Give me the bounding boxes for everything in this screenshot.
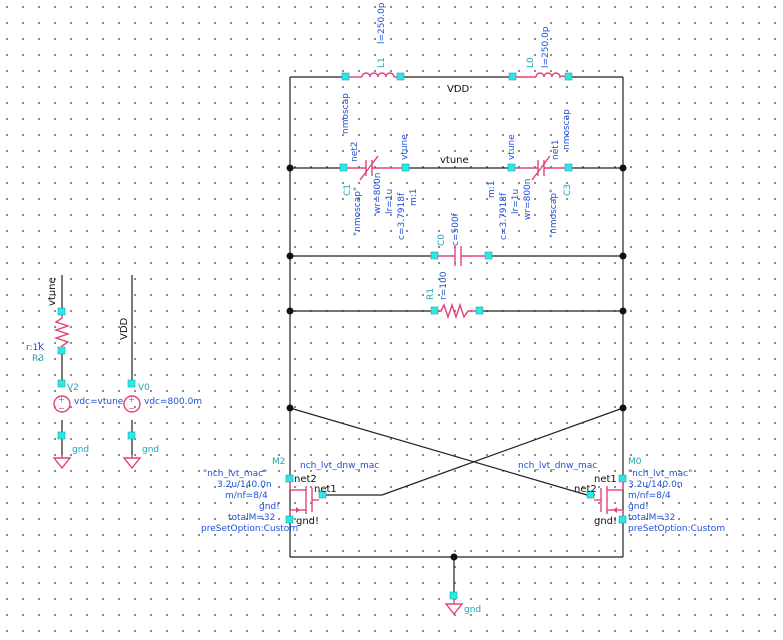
transistor-m2-name: M2	[272, 457, 286, 467]
transistor-m2-cell: "nch_lvt_mac"	[203, 469, 267, 479]
junction-dots	[286, 164, 627, 561]
inductor-l1[interactable]: L1 l=250.0p	[341, 2, 405, 81]
varactor-c1-c: c=3.7918f	[397, 192, 407, 240]
varactor-c1-model: nmoscap	[341, 93, 351, 134]
capacitor-c0-name: C0	[437, 234, 447, 246]
transistor-m0-label: nch_lvt_dnw_mac	[518, 461, 597, 471]
varactor-c1-net2-label: net2	[350, 142, 360, 163]
transistor-m2-bulk: gnd!	[259, 502, 280, 512]
source-v0-name: V0	[138, 383, 150, 393]
varactor-c3-m: m:1	[487, 180, 497, 198]
varactor-c3-cell: "nmoscap"	[549, 189, 559, 238]
source-v2-name: V2	[67, 383, 79, 393]
resistor-r1-name: R1	[426, 288, 436, 300]
transistor-m2[interactable]: M2 "nch_lvt_mac" 3.2u/140.0n m/nf=8/4 gn…	[201, 457, 379, 534]
capacitor-c0-param: c=500f	[451, 212, 461, 246]
vtune-source-branch[interactable]: vtune r:1K R3 + − V2 vdc=vtune gnd	[26, 277, 124, 470]
varactor-c3-c: c=3.7918f	[499, 192, 509, 240]
inductor-l1-name: L1	[377, 57, 387, 68]
varactor-c1-lr: lr=1u	[385, 189, 395, 214]
vdd-source-branch[interactable]: VDD + − V0 vdc=800.0m gnd	[119, 317, 202, 470]
varactor-c1-vtune-label: vtune	[400, 134, 410, 160]
transistor-m0[interactable]: M0 "nch_lvt_mac" 3.2u/140.0n m/nf=8/4 gn…	[518, 457, 725, 534]
ground-main-label: gnd	[464, 605, 481, 615]
svg-text:−: −	[128, 404, 135, 413]
transistor-m2-size: 3.2u/140.0n	[217, 480, 272, 490]
svg-text:+: +	[128, 395, 135, 404]
transistor-m0-bulk: gnd!	[628, 502, 649, 512]
wires	[61, 76, 624, 597]
inductor-l0-param: l=250.0p	[541, 26, 551, 68]
transistor-m0-total: totalM=32	[628, 513, 675, 523]
transistor-m0-source: gnd!	[594, 516, 617, 527]
net-label-vdd: VDD	[447, 84, 470, 95]
svg-text:−: −	[58, 404, 65, 413]
varactor-c1-cell: "nmoscap"	[353, 187, 363, 236]
capacitor-c0[interactable]: C0 c=500f	[430, 212, 493, 266]
ground-v2-label: gnd	[72, 445, 89, 455]
transistor-m0-preset: preSetOption:Custom	[628, 524, 725, 534]
varactor-c3-vtune-label: vtune	[507, 134, 517, 160]
transistor-m2-drain: net2	[294, 474, 317, 485]
varactor-c1[interactable]: net2 vtune nmoscap C1 "nmoscap" wr=800n …	[339, 93, 419, 240]
transistor-m2-mnf: m/nf=8/4	[225, 491, 268, 501]
varactor-c1-m: m:1	[409, 188, 419, 206]
transistor-m2-preset: preSetOption:Custom	[201, 524, 298, 534]
varactor-c3-lr: lr=1u	[511, 189, 521, 214]
source-v0-param: vdc=800.0m	[144, 397, 202, 407]
source-v2-param: vdc=vtune	[74, 397, 124, 407]
transistor-m0-size: 3.2u/140.0n	[628, 480, 683, 490]
ground-v0-label: gnd	[142, 445, 159, 455]
transistor-m0-mnf: m/nf=8/4	[628, 491, 671, 501]
inductor-l0-name: L0	[526, 57, 536, 68]
inductor-l1-param: l=250.0p	[377, 2, 387, 44]
net-label-vtune-src: vtune	[47, 277, 58, 306]
resistor-r3-param: r:1K	[26, 343, 45, 353]
varactor-c3-name: C3	[563, 184, 573, 196]
transistor-m2-gate: net1	[314, 484, 337, 495]
varactor-c3-net1-label: net1	[551, 140, 561, 161]
transistor-m0-cell: "nch_lvt_mac"	[628, 469, 692, 479]
ground-symbol-main[interactable]: gnd	[444, 591, 481, 616]
inductor-l0[interactable]: L0 l=250.0p	[508, 26, 573, 81]
transistor-m2-total: totalM=32	[228, 513, 275, 523]
resistor-r3-name: R3	[32, 354, 44, 364]
varactor-c1-wr: wr=800n	[373, 173, 383, 214]
varactor-c3-model: nmoscap	[562, 109, 572, 150]
transistor-m2-source: gnd!	[296, 516, 319, 527]
svg-text:+: +	[58, 395, 65, 404]
resistor-r1[interactable]: R1 r=100	[426, 271, 484, 320]
transistor-m2-label: nch_lvt_dnw_mac	[300, 461, 379, 471]
transistor-m0-gate: net2	[574, 484, 597, 495]
varactor-c1-name: C1	[343, 184, 353, 196]
transistor-m0-drain: net1	[594, 474, 617, 485]
varactor-c3[interactable]: vtune net1 nmoscap m:1 c=3.7918f lr=1u w…	[487, 109, 573, 240]
varactor-c3-wr: wr=800n	[523, 179, 533, 220]
net-label-vtune: vtune	[440, 155, 469, 166]
resistor-r1-param: r=100	[439, 271, 449, 300]
transistor-m0-name: M0	[628, 457, 642, 467]
net-label-vdd-src: VDD	[119, 317, 130, 340]
